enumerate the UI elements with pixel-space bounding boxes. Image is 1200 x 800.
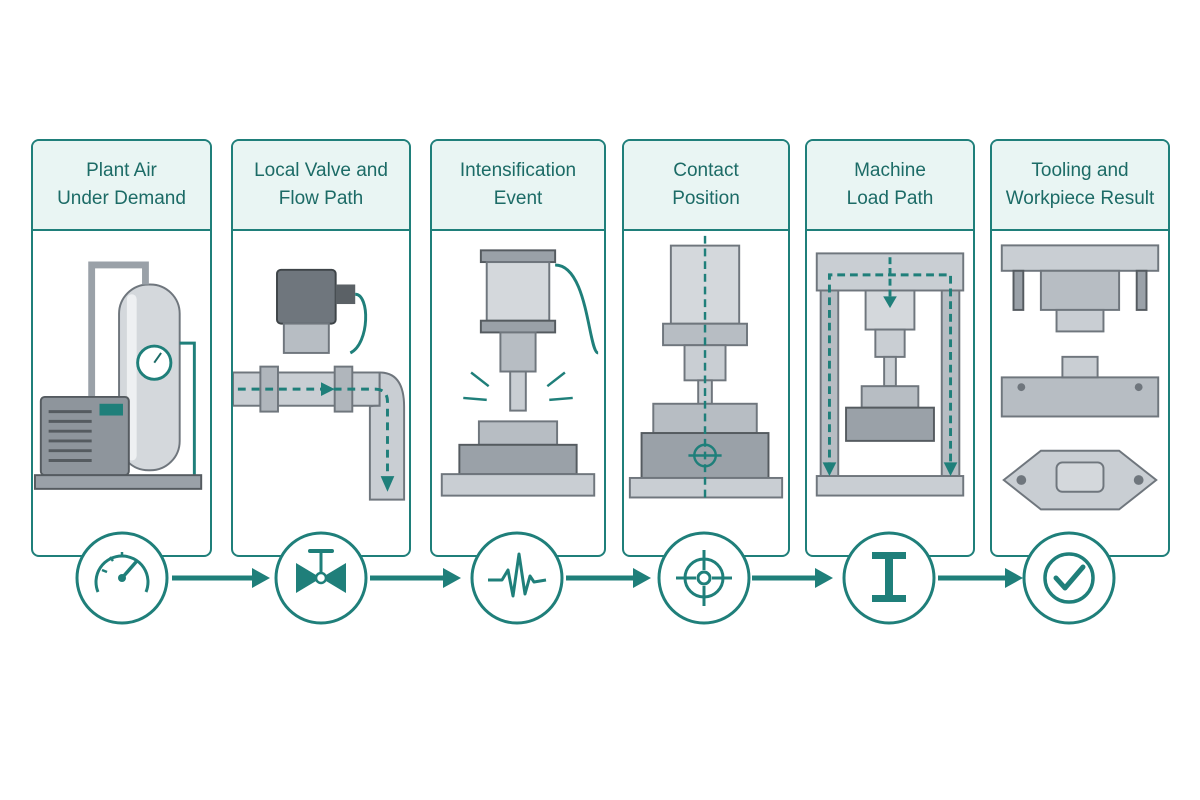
stage-header: Intensification Event xyxy=(432,141,604,231)
stage-title: Contact Position xyxy=(672,160,740,209)
flow-arrows xyxy=(172,568,1023,588)
stage-header: Contact Position xyxy=(624,141,788,231)
stage-header: Plant Air Under Demand xyxy=(33,141,210,231)
stage-panel-valve-flow: Local Valve and Flow Path xyxy=(231,139,411,557)
stage-header: Local Valve and Flow Path xyxy=(233,141,409,231)
press-frame-illustration xyxy=(807,233,973,555)
tooling-workpiece-illustration xyxy=(992,233,1168,555)
stage-header: Machine Load Path xyxy=(807,141,973,231)
stage-title: Machine Load Path xyxy=(846,160,934,209)
crosshair-target-icon xyxy=(657,531,751,625)
pulse-waveform-icon xyxy=(470,531,564,625)
flow-arrow xyxy=(370,568,461,588)
stage-panel-plant-air: Plant Air Under Demand xyxy=(31,139,212,557)
stage-title: Intensification Event xyxy=(459,160,577,209)
compressor-tank-drawing xyxy=(33,261,203,490)
stage-panel-intensification: Intensification Event xyxy=(430,139,606,557)
stage-title: Tooling and Workpiece Result xyxy=(1005,160,1155,209)
press-load-path-drawing xyxy=(815,252,965,497)
flow-arrow xyxy=(172,568,270,588)
valve-pipe-illustration xyxy=(233,233,409,555)
intensifier-cylinder-illustration xyxy=(432,233,604,555)
checkmark-circle-icon xyxy=(1022,531,1116,625)
pressure-gauge-icon xyxy=(75,531,169,625)
stage-panel-contact-position: Contact Position xyxy=(622,139,790,557)
flow-arrow xyxy=(752,568,833,588)
ram-contact-drawing xyxy=(628,235,784,499)
flow-arrow xyxy=(938,568,1023,588)
stage-header: Tooling and Workpiece Result xyxy=(992,141,1168,231)
die-set-part-drawing xyxy=(1000,244,1160,511)
contact-position-illustration xyxy=(624,233,788,555)
solenoid-valve-drawing xyxy=(233,268,406,501)
stage-panel-tooling-result: Tooling and Workpiece Result xyxy=(990,139,1170,557)
stage-title: Plant Air Under Demand xyxy=(57,160,186,209)
cylinder-impact-drawing xyxy=(440,249,600,497)
valve-icon xyxy=(274,531,368,625)
air-compressor-illustration xyxy=(33,233,210,555)
i-beam-icon xyxy=(842,531,936,625)
flow-arrow xyxy=(566,568,651,588)
stage-panel-machine-load: Machine Load Path xyxy=(805,139,975,557)
stage-title: Local Valve and Flow Path xyxy=(254,160,388,209)
